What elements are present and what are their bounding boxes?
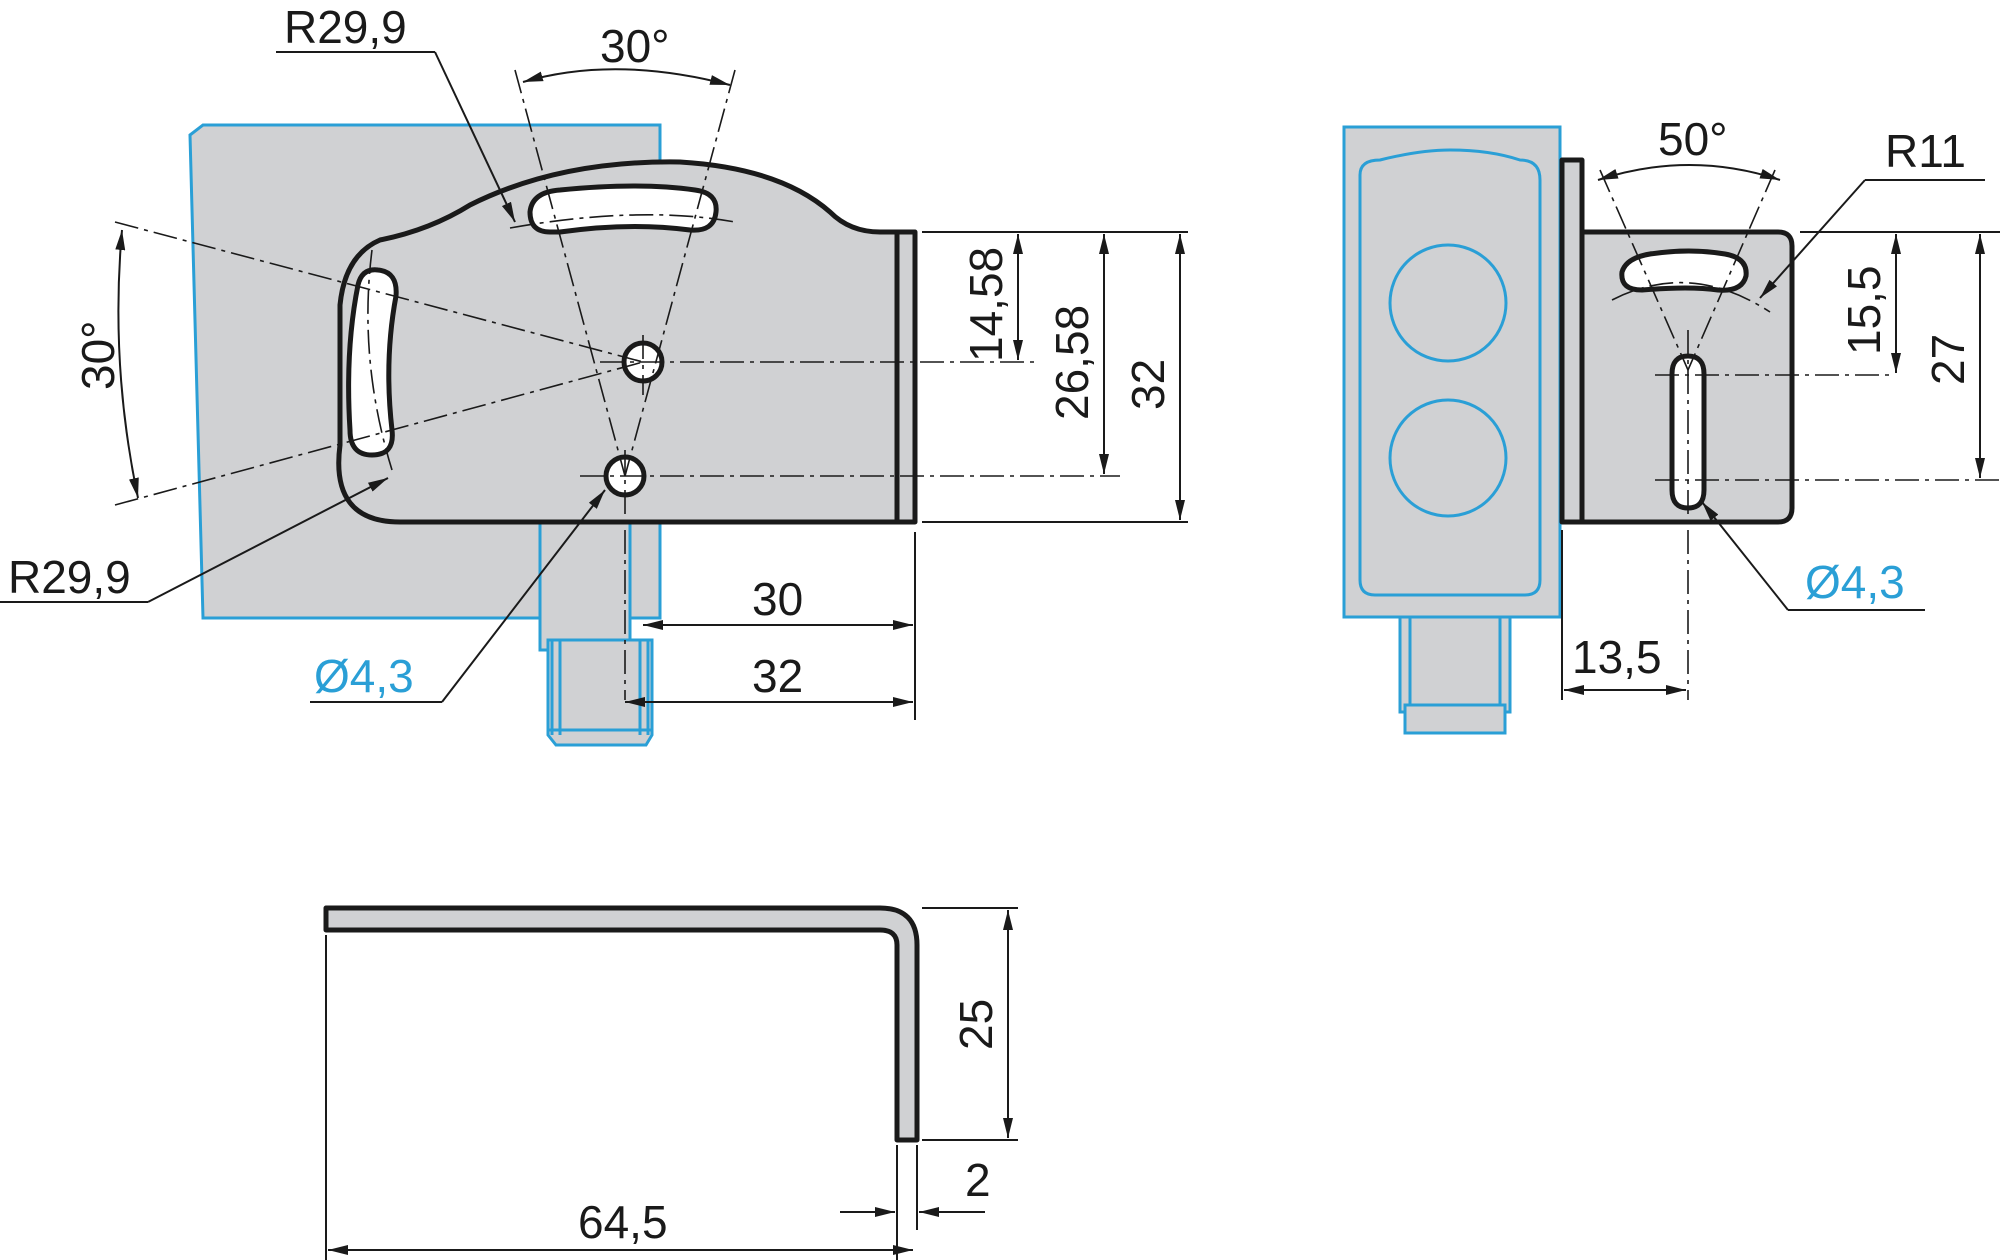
side-hole-leader: [1701, 501, 1789, 611]
arc-centerline: [509, 213, 736, 229]
dim-2: 2: [965, 1154, 991, 1206]
sensor-side-inner: [1358, 148, 1542, 597]
angle-side-label: 50°: [1658, 113, 1728, 165]
centerline: [114, 221, 644, 363]
centerline: [624, 69, 736, 477]
sensor-side-connector-tip: [1403, 703, 1507, 735]
left-arc-slot: [346, 267, 399, 458]
bent-bracket-profile: [323, 905, 920, 1143]
angle-dim-left: [115, 229, 139, 499]
radius-left-leader: [147, 477, 389, 603]
dim-14-58: 14,58: [960, 247, 1012, 362]
sensor-connector: [546, 638, 654, 747]
sensor-side-connector: [1398, 615, 1512, 714]
angle-left-label: 30°: [72, 320, 124, 390]
radius-top-label: R29,9: [284, 1, 407, 53]
hole-leader: [441, 489, 606, 703]
dim-27: 27: [1922, 334, 1974, 385]
front-hole-label: Ø4,3: [314, 650, 414, 702]
front-view: 30° 30° R29,9 R29,9 Ø4,3 14,58 26,58 32 …: [0, 1, 1188, 747]
side-bracket-edge: [1559, 157, 1585, 525]
radius-left-label: R29,9: [8, 551, 131, 603]
bracket-edge: [894, 229, 918, 525]
sensor-lens-top: [1388, 243, 1508, 363]
arc-centerline: [367, 249, 393, 471]
sensor-connector-neck: [538, 518, 632, 652]
top-arc-slot: [527, 183, 719, 235]
centerline: [114, 361, 644, 506]
dim-64-5: 64,5: [578, 1196, 668, 1248]
side-hole-label: Ø4,3: [1805, 556, 1905, 608]
side-radius-label: R11: [1885, 125, 1966, 177]
angle-top-label: 30°: [600, 20, 670, 72]
angle-dim-top: [522, 68, 731, 86]
dim-26-58: 26,58: [1046, 305, 1098, 420]
dim-32-v: 32: [1122, 359, 1174, 410]
radius-top-leader: [434, 51, 516, 223]
centerline: [1687, 169, 1776, 371]
centerline: [514, 69, 626, 477]
dim-32-h: 32: [752, 650, 803, 702]
arc-centerline: [1611, 281, 1771, 313]
sensor-lens-bottom: [1388, 398, 1508, 518]
dim-30-h: 30: [752, 573, 803, 625]
centerline: [1599, 169, 1689, 371]
side-arc-slot: [1619, 248, 1749, 293]
side-view: 50° R11 Ø4,3 15,5 27 13,5: [1342, 113, 2000, 735]
sensor-side-body: [1342, 125, 1562, 619]
angle-dim-side: [1597, 164, 1781, 181]
bottom-view: 25 2 64,5: [323, 905, 1018, 1260]
dim-13-5: 13,5: [1572, 631, 1662, 683]
dim-15-5: 15,5: [1838, 265, 1890, 355]
r11-leader: [1759, 179, 1866, 299]
bracket-plate: [336, 159, 906, 525]
dim-25: 25: [950, 999, 1002, 1050]
